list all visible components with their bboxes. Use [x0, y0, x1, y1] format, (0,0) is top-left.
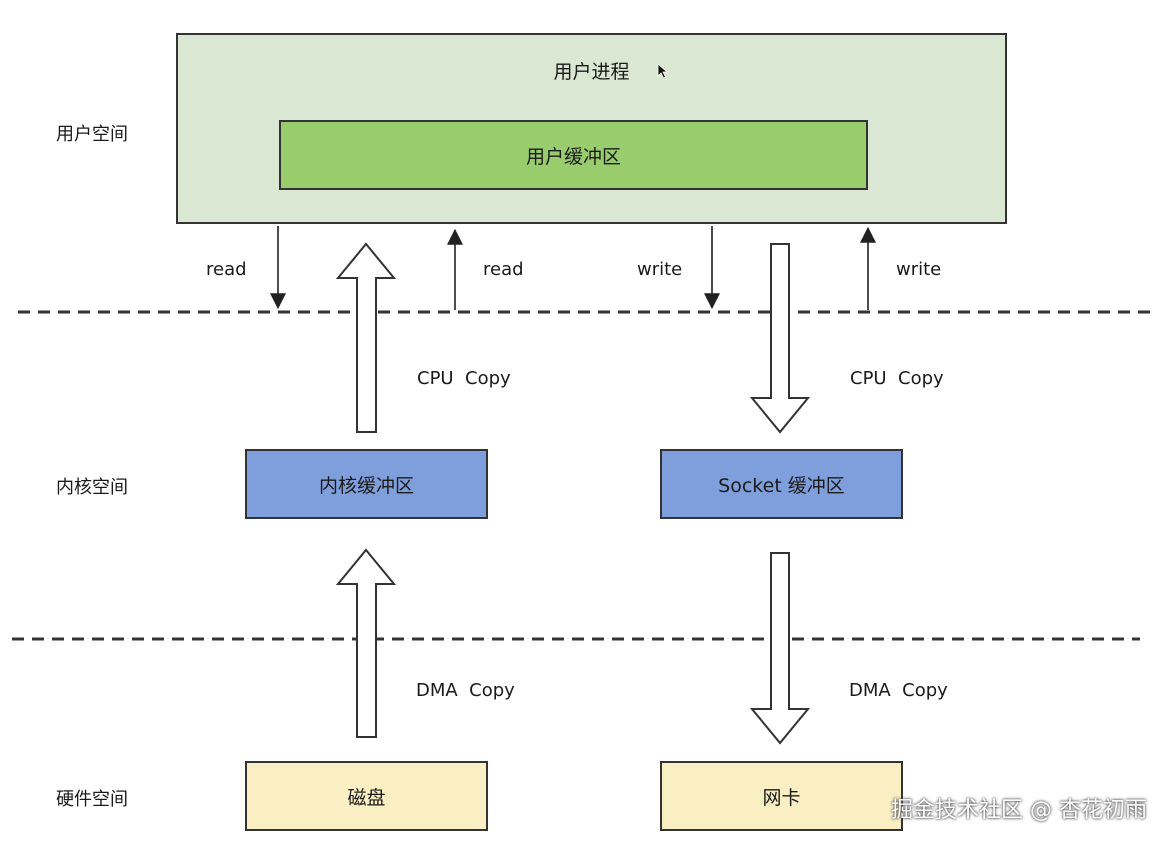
dma-copy-right-label: DMA Copy — [849, 680, 948, 701]
socket-buffer-box: Socket 缓冲区 — [660, 449, 903, 519]
nic-label: 网卡 — [762, 786, 801, 809]
cpu-copy-right-label: CPU Copy — [850, 368, 944, 389]
user-space-label: 用户空间 — [56, 124, 128, 145]
mouse-cursor-icon — [657, 63, 669, 79]
user-buffer-label: 用户缓冲区 — [525, 145, 621, 168]
disk-label: 磁盘 — [347, 786, 386, 809]
dma-copy-left-label: DMA Copy — [416, 680, 515, 701]
read-up-label: read — [483, 259, 524, 280]
user-buffer-box: 用户缓冲区 — [279, 120, 868, 190]
watermark: 掘金技术社区 @ 杏花初雨 — [891, 798, 1147, 823]
read-down-label: read — [206, 259, 247, 280]
socket-buffer-label: Socket 缓冲区 — [718, 474, 845, 497]
kernel-space-label: 内核空间 — [56, 477, 128, 498]
write-down-label: write — [637, 259, 683, 280]
kernel-buffer-label: 内核缓冲区 — [318, 474, 414, 497]
hardware-space-label: 硬件空间 — [56, 789, 128, 810]
cpu-copy-down-block-arrow — [749, 243, 811, 434]
nic-box: 网卡 — [660, 761, 903, 831]
cpu-copy-left-label: CPU Copy — [417, 368, 511, 389]
dma-copy-up-block-arrow — [335, 548, 397, 738]
dma-copy-down-block-arrow — [749, 552, 811, 745]
disk-box: 磁盘 — [245, 761, 488, 831]
write-up-label: write — [896, 259, 942, 280]
user-process-label: 用户进程 — [553, 61, 630, 83]
kernel-buffer-box: 内核缓冲区 — [245, 449, 488, 519]
cpu-copy-up-block-arrow — [335, 242, 397, 433]
